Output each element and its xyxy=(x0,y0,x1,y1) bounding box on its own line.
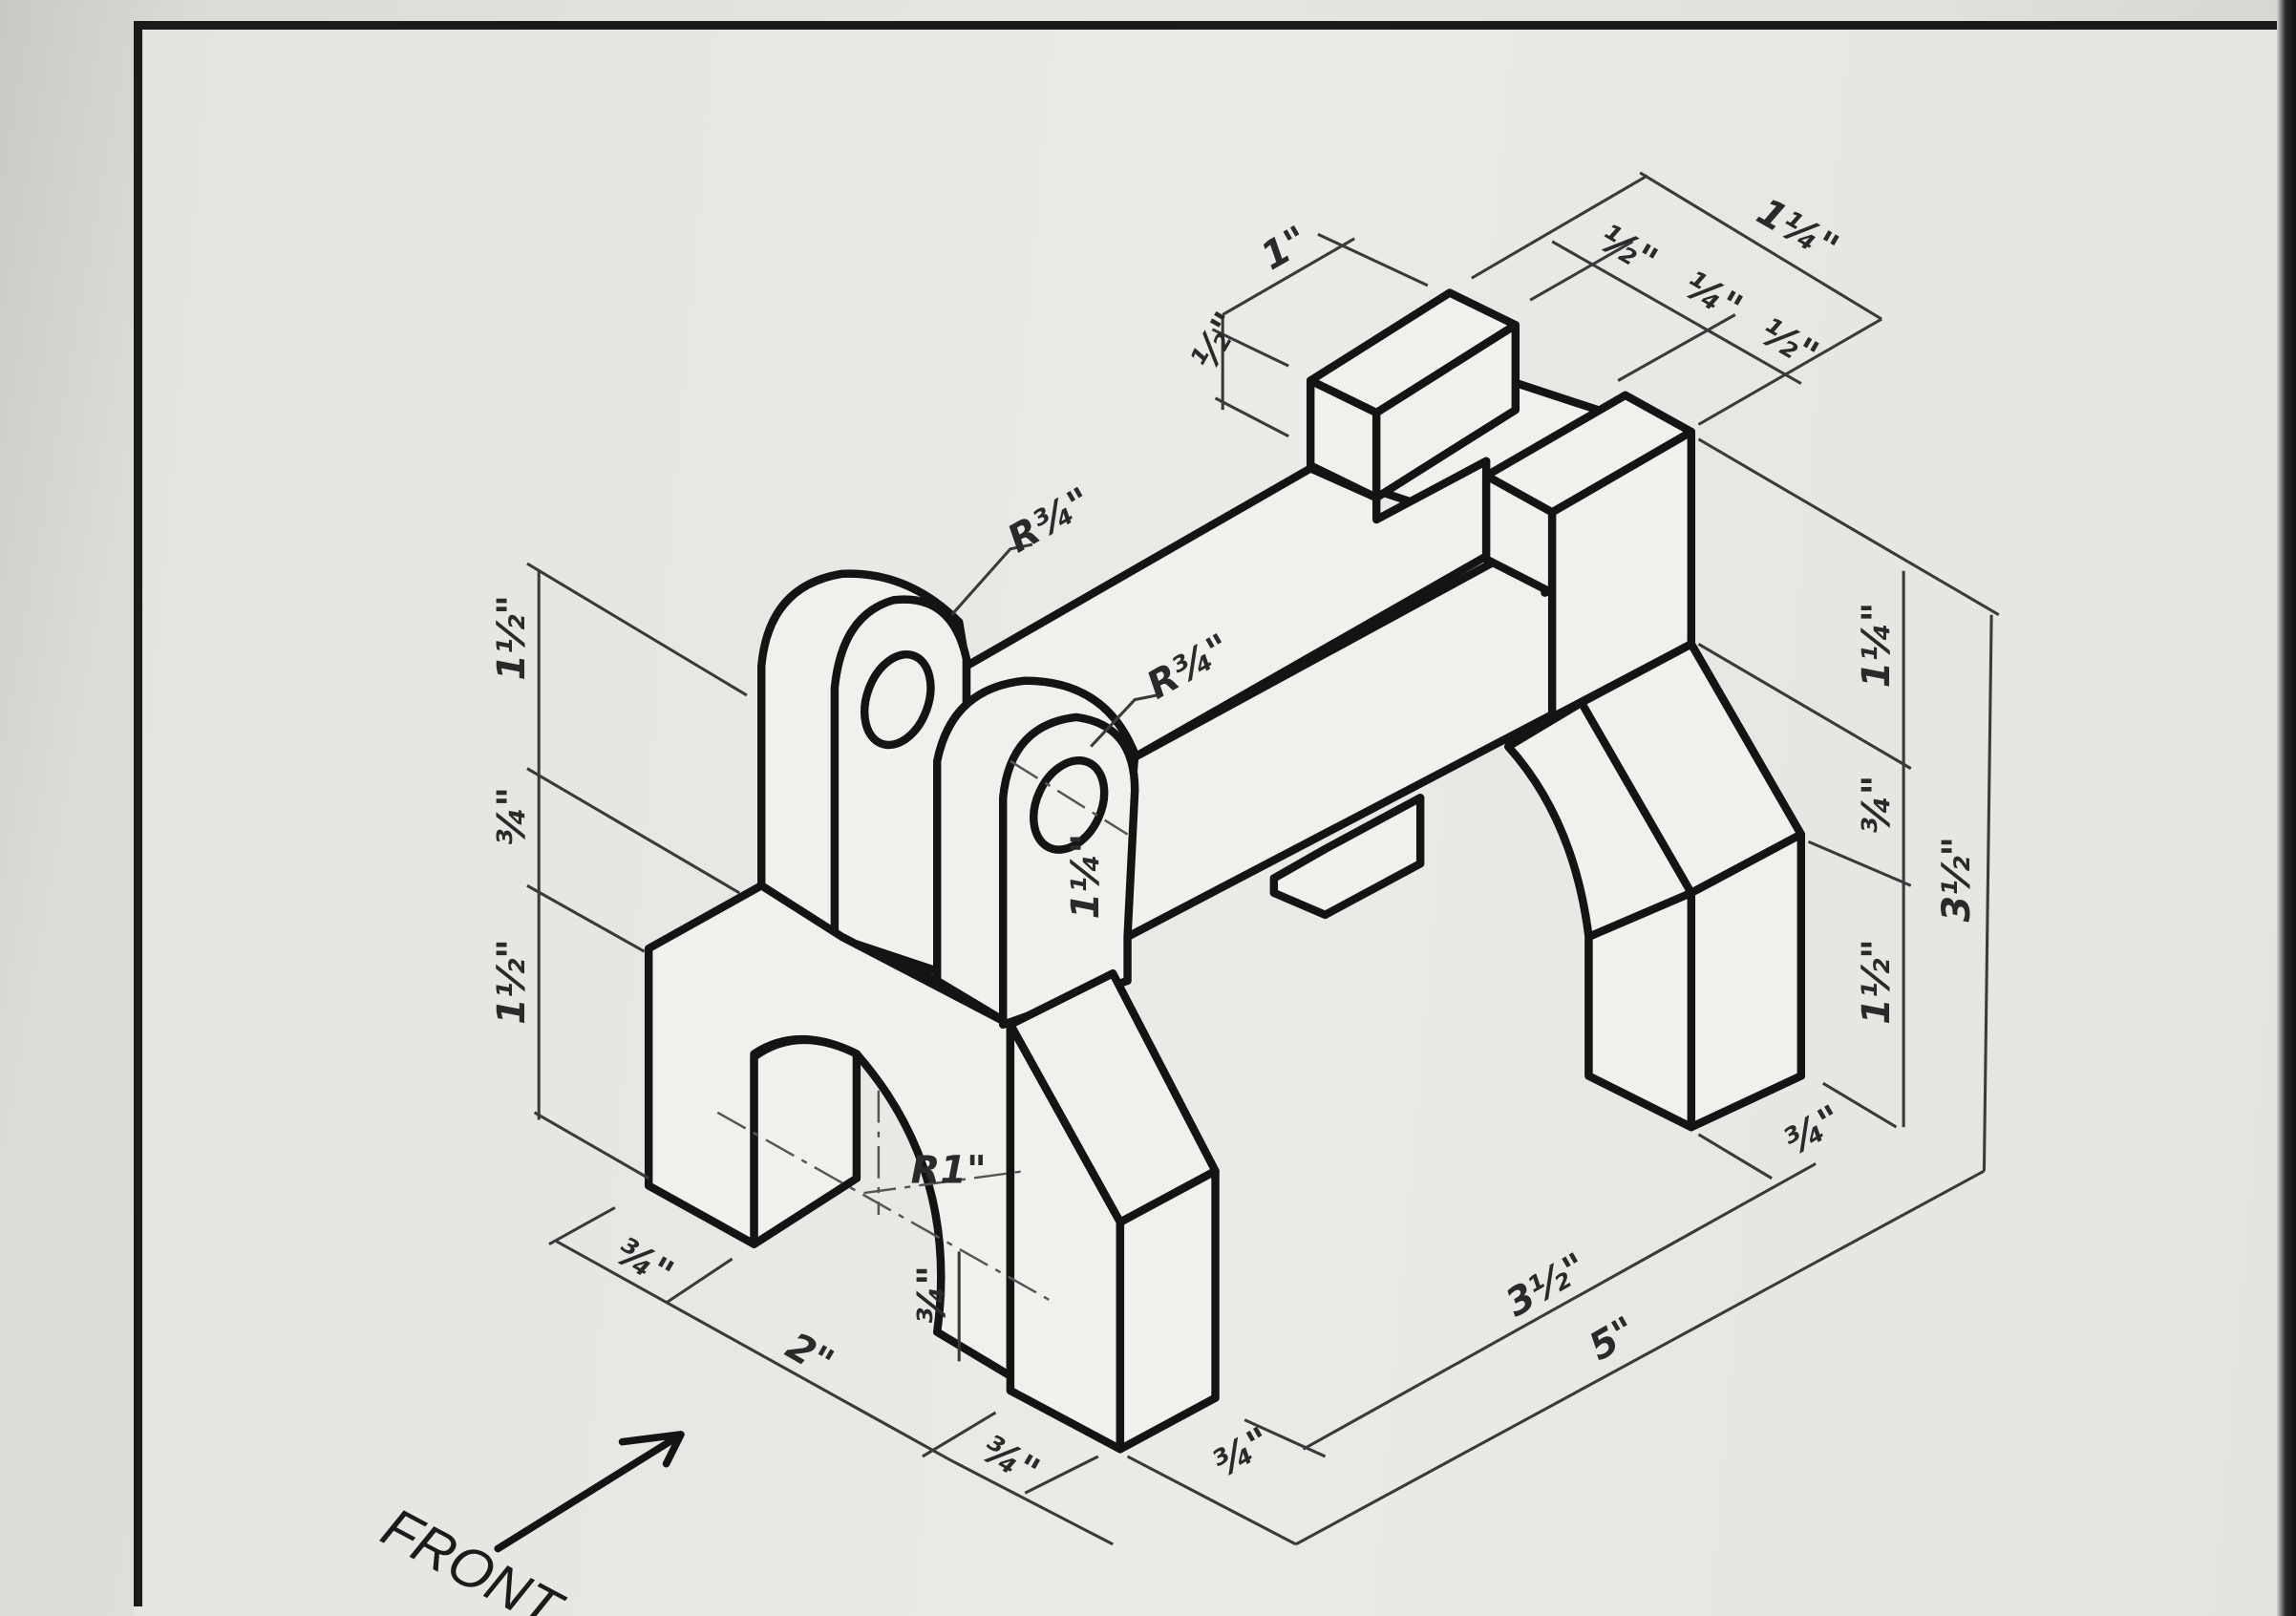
dim-inner-height: 1¼" xyxy=(1064,834,1108,920)
dim-arch-radius: R1" xyxy=(911,1148,987,1192)
front-label: FRONT xyxy=(372,1496,574,1616)
front-leg xyxy=(1006,968,1220,1454)
rear-lug-hole xyxy=(861,649,935,750)
under-block xyxy=(1269,794,1425,920)
dim-right-foot: ¾" xyxy=(1776,1097,1850,1165)
dim-bottom-left: ¾" xyxy=(607,1229,681,1297)
dim-right-total: 3½" xyxy=(1935,837,1979,923)
monitor-bezel xyxy=(2277,0,2296,1616)
dim-top-1: 1" xyxy=(1254,218,1316,279)
dim-right-top-c: ½" xyxy=(1753,309,1826,377)
dim-left-middle: ¾" xyxy=(490,787,534,846)
dim-right-middle: ¾" xyxy=(1855,776,1899,835)
drawing-border xyxy=(134,21,2283,1606)
rear-top-block xyxy=(1306,288,1520,502)
center-lines xyxy=(716,759,1129,1305)
dim-right-upper: 1¼" xyxy=(1855,603,1899,689)
dimension-lines xyxy=(526,171,2000,1546)
dim-radius-rear: R¾" xyxy=(1001,479,1099,562)
right-leg xyxy=(1503,640,1806,1132)
dim-arch-depth: ¾" xyxy=(910,1265,954,1325)
dim-right-top-a: ½" xyxy=(1591,216,1665,284)
front-lug-hole xyxy=(1030,756,1109,854)
dim-right-top-b: ¼" xyxy=(1676,263,1750,330)
front-top-block xyxy=(1481,391,1696,722)
front-lug xyxy=(933,676,1139,1030)
dim-bottom-2: 2" xyxy=(778,1324,840,1385)
dim-left-upper: 1½" xyxy=(490,595,534,681)
front-base xyxy=(644,882,1015,1380)
dim-right-top-total: 1¼" xyxy=(1750,190,1846,271)
dim-top-half: ½" xyxy=(1182,305,1250,378)
dim-bottom-mid: ¾" xyxy=(973,1427,1047,1495)
dim-left-lower: 1½" xyxy=(490,939,534,1025)
front-arrow xyxy=(494,1431,685,1553)
dim-right-lower: 1½" xyxy=(1855,939,1899,1025)
